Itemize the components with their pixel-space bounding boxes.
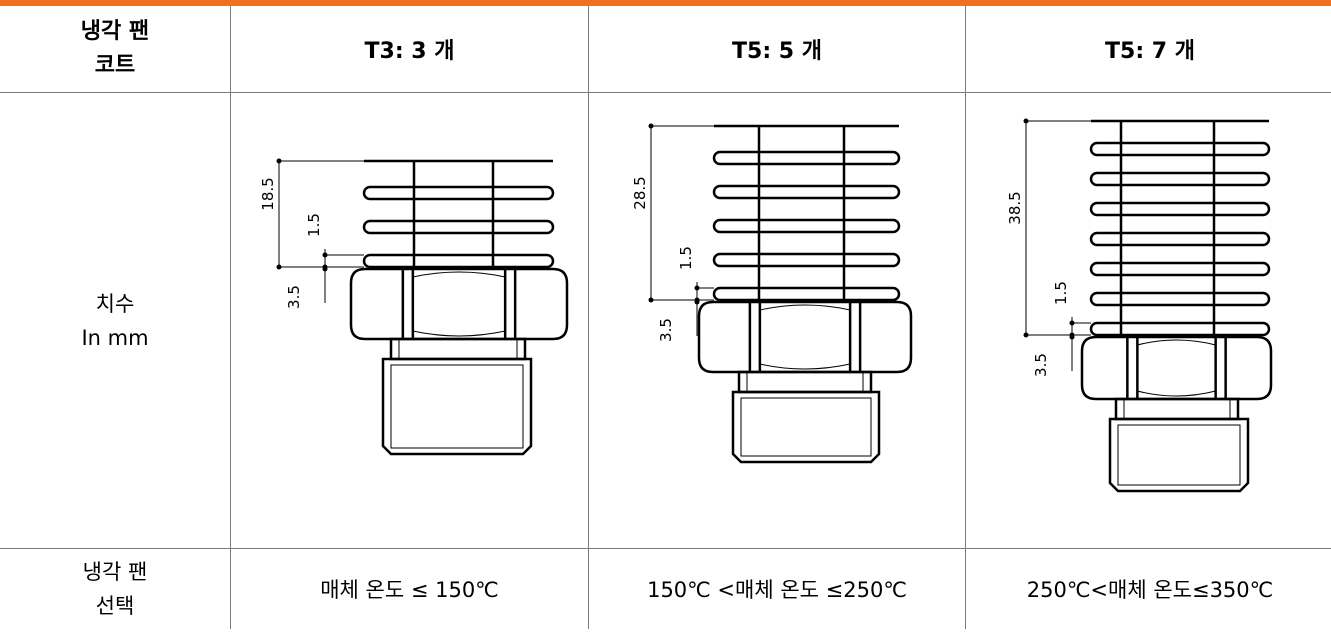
dim-dot	[1069, 320, 1075, 326]
fin	[362, 185, 555, 201]
dimensions-label-line2: In mm	[81, 325, 149, 350]
fin-drawing-7: 38.5 1.5 3.5	[1006, 118, 1273, 493]
dim-dot	[694, 299, 700, 305]
hex-nut	[1080, 335, 1273, 401]
nut-chamfer	[759, 304, 851, 311]
dim-dot	[322, 252, 328, 258]
dimensions-row: 치수 In mm 18.5 1.5 3.5 28.5 1.5 3.5 38.5 1.5 3.…	[0, 92, 1331, 549]
neck	[737, 370, 873, 394]
dim-label-overall: 28.5	[631, 176, 649, 209]
thread	[1108, 417, 1250, 493]
fin	[712, 150, 901, 166]
selection-row: 냉각 팬 선택 매체 온도 ≤ 150℃ 150℃ <매체 온도 ≤250℃ 2…	[0, 548, 1331, 629]
fin	[362, 219, 555, 235]
nut-chamfer	[1137, 390, 1216, 397]
header-row-label: 냉각 팬 코트	[0, 6, 231, 93]
fin	[712, 252, 901, 268]
nut-chamfer	[412, 271, 506, 278]
fin	[1089, 291, 1271, 307]
header-col-t5-5: T5: 5 개	[588, 6, 966, 93]
fin-drawing-5: 28.5 1.5 3.5	[631, 123, 913, 464]
fin	[712, 218, 901, 234]
dim-dot	[1069, 334, 1075, 340]
thread	[731, 390, 881, 464]
fin	[1089, 261, 1271, 277]
accent-bar	[0, 0, 1331, 6]
dim-label-fin: 1.5	[1052, 281, 1070, 305]
selection-label-line2: 선택	[95, 594, 135, 618]
dim-label-fin: 1.5	[305, 213, 323, 237]
selection-label-line1: 냉각 팬	[82, 560, 148, 584]
header-row: 냉각 팬 코트 T3: 3 개 T5: 5 개 T5: 7 개	[0, 6, 1331, 93]
header-row-label-line1: 냉각 팬	[80, 19, 150, 44]
fin	[1089, 321, 1271, 337]
dimensions-row-label: 치수 In mm	[0, 92, 231, 549]
fin	[1089, 171, 1271, 187]
neck	[389, 337, 527, 361]
fin	[1089, 201, 1271, 217]
selection-row-label: 냉각 팬 선택	[0, 548, 231, 629]
selection-t5-5: 150℃ <매체 온도 ≤250℃	[588, 548, 966, 629]
cooling-fin-table: 냉각 팬 코트 T3: 3 개 T5: 5 개 T5: 7 개 치수 In mm…	[0, 6, 1331, 629]
nut-chamfer	[412, 330, 506, 337]
dim-label-overall: 38.5	[1006, 191, 1024, 224]
dim-dot	[1023, 118, 1029, 124]
fin	[712, 184, 901, 200]
thread	[381, 357, 533, 456]
dim-label-nut: 3.5	[657, 318, 675, 342]
dim-label-nut: 3.5	[285, 285, 303, 309]
neck	[1114, 397, 1240, 421]
fin	[712, 286, 901, 302]
header-col-t3: T3: 3 개	[230, 6, 589, 93]
drawing-cell-3-fins: 18.5 1.5 3.5	[230, 92, 589, 549]
fin	[362, 253, 555, 269]
dim-label-overall: 18.5	[259, 177, 277, 210]
hex-nut	[349, 267, 569, 341]
nut-chamfer	[1137, 339, 1216, 346]
thread-inner	[390, 364, 524, 449]
fin	[1089, 231, 1271, 247]
thread-inner	[1117, 424, 1241, 486]
dim-dot	[322, 266, 328, 272]
selection-t5-7: 250℃<매체 온도≤350℃	[965, 548, 1331, 629]
dim-dot	[648, 123, 654, 129]
drawing-cell-5-fins: 28.5 1.5 3.5	[588, 92, 966, 549]
dim-label-nut: 3.5	[1032, 353, 1050, 377]
dim-label-fin: 1.5	[677, 246, 695, 270]
dimensions-label-line1: 치수	[95, 291, 135, 316]
header-row-label-line2: 코트	[94, 53, 136, 78]
dim-dot	[694, 285, 700, 291]
header-col-t5-7: T5: 7 개	[965, 6, 1331, 93]
fin	[1089, 141, 1271, 157]
drawing-cell-7-fins: 38.5 1.5 3.5	[965, 92, 1331, 549]
selection-t3: 매체 온도 ≤ 150℃	[230, 548, 589, 629]
fin-drawing-3: 18.5 1.5 3.5	[259, 158, 569, 456]
thread-inner	[740, 397, 872, 457]
hex-nut	[697, 300, 913, 374]
nut-chamfer	[759, 363, 851, 370]
dim-dot	[276, 158, 282, 164]
